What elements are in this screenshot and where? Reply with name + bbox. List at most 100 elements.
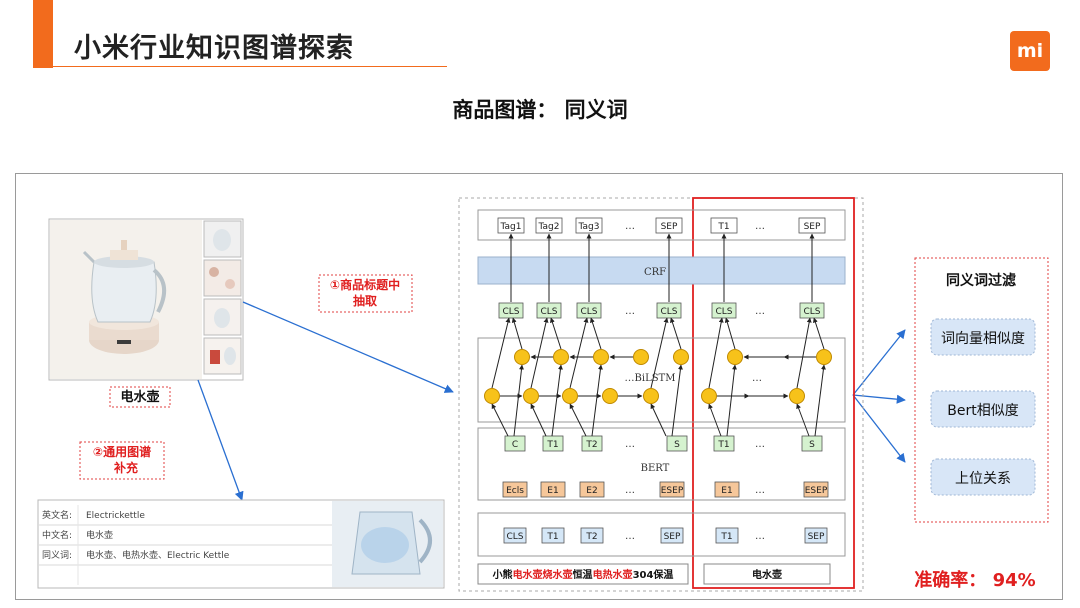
lstm-connection	[511, 317, 523, 350]
bilstm-label: …BiLSTM	[625, 373, 676, 384]
input-cell-label: T2	[585, 532, 597, 542]
cls-cell-label: CLS	[580, 307, 597, 317]
tag-cell-box	[497, 217, 525, 234]
tag-cell-right-label: SEP	[804, 222, 821, 232]
lstm-connection	[530, 403, 547, 437]
embedding-cell-label: E1	[547, 486, 558, 496]
caption-box	[109, 386, 171, 408]
lstm-node-forward	[701, 388, 717, 404]
embedding-cell-right-label: ESEP	[805, 486, 828, 496]
input-cell-label: T1	[546, 532, 558, 542]
tag-cell-right-label: T1	[717, 222, 729, 232]
cls-cell-box	[656, 302, 682, 319]
sentence-segment: 304保温	[633, 568, 674, 581]
info-value-en: Electrickettle	[86, 511, 145, 521]
lstm-connection	[491, 403, 509, 437]
bert-out-cell-label: S	[674, 440, 680, 450]
filter-item-word-vector-label: 词向量相似度	[941, 331, 1025, 347]
sentence-segment: 恒温	[573, 568, 593, 581]
embedding-cell-label: Ecls	[506, 486, 524, 496]
lstm-node-forward	[789, 388, 805, 404]
crf-layer	[477, 256, 846, 285]
cls-cell-label: CLS	[540, 307, 557, 317]
bert-out-cell-box	[542, 435, 564, 452]
lstm-connection	[551, 364, 563, 437]
tag-cell-label: SEP	[661, 222, 678, 232]
lstm-node-forward	[602, 388, 618, 404]
lstm-connection	[591, 364, 603, 437]
step1-box	[318, 274, 413, 313]
right-sentence: 电水壶	[752, 568, 782, 581]
xiaomi-logo-icon: mi	[1010, 31, 1050, 71]
cls-cell-right-ellipsis: …	[755, 306, 765, 317]
input-cell-right-ellipsis: …	[755, 531, 765, 542]
bert-out-cell-right-label: T1	[717, 440, 729, 450]
filter-title: 同义词过滤	[946, 272, 1016, 289]
tag-cell-box	[575, 217, 603, 234]
embedding-cell-right-label: E1	[721, 486, 732, 496]
tag-row-frame	[477, 209, 846, 241]
lstm-connection	[708, 317, 724, 389]
arrow-to-filter-2	[852, 394, 906, 404]
sentence-segment: 电热水壶	[593, 568, 633, 581]
lstm-connection	[708, 403, 722, 437]
arrow-to-filter-3	[852, 394, 906, 463]
lstm-connection	[796, 403, 810, 437]
info-value-syn: 电水壶、电热水壶、Electric Kettle	[86, 549, 230, 561]
sentence-segment: 小熊	[492, 568, 513, 581]
lstm-connection	[670, 317, 682, 350]
lstm-connection	[724, 317, 736, 350]
bert-out-cell-label: T2	[585, 440, 597, 450]
input-cell-label: CLS	[506, 532, 523, 542]
input-cell-label: SEP	[664, 532, 681, 542]
accuracy-text: 准确率： 94%	[914, 569, 1035, 591]
embedding-cell-ellipsis: …	[625, 485, 635, 496]
lstm-node-backward	[727, 349, 743, 365]
lstm-node-backward	[514, 349, 530, 365]
lstm-connection	[650, 317, 669, 389]
sentence-segment: 电水壶烧水壶	[513, 568, 573, 581]
cls-cell-right-label: CLS	[715, 307, 732, 317]
embedding-cell-box	[502, 481, 528, 498]
slide-subtitle: 商品图谱： 同义词	[452, 98, 628, 122]
bert-out-cell-right-box	[713, 435, 735, 452]
lstm-connection	[590, 317, 602, 350]
step2-label-2: 补充	[113, 460, 138, 475]
cls-cell-label: CLS	[502, 307, 519, 317]
arrow-to-model	[242, 301, 454, 393]
lstm-connection	[513, 364, 524, 437]
tag-cell-box	[535, 217, 563, 234]
bilstm-network	[484, 233, 832, 437]
input-cell-ellipsis: …	[625, 531, 635, 542]
input-cell-box	[541, 527, 565, 544]
cls-cell-box	[498, 302, 524, 319]
lstm-connection	[491, 317, 511, 389]
cls-cell-right-box	[799, 302, 825, 319]
product-image	[48, 218, 244, 381]
cls-cell-ellipsis: …	[625, 306, 635, 317]
tag-cell-label: Tag2	[538, 222, 560, 232]
kg-info-card: 英文名: Electrickettle 中文名: 电水壶 同义词: 电水壶、电热…	[37, 499, 445, 589]
input-cell-right-box	[715, 527, 739, 544]
input-cell-right-label: SEP	[808, 532, 825, 542]
bert-out-cell-ellipsis: …	[625, 439, 635, 450]
filter-item-word-vector	[930, 318, 1036, 356]
tag-cell-label: Tag1	[500, 222, 522, 232]
bilstm-dots: …	[752, 373, 762, 384]
input-cell-box	[660, 527, 684, 544]
cls-cell-right-label: CLS	[803, 307, 820, 317]
input-cell-right-label: T1	[720, 532, 732, 542]
bilstm-frame	[477, 337, 846, 423]
bert-out-cell-box	[504, 435, 526, 452]
filter-item-hypernym	[930, 458, 1036, 496]
arrow-to-kg-card	[197, 379, 244, 501]
bert-out-cell-right-label: S	[809, 440, 815, 450]
lstm-connection	[569, 317, 589, 389]
lstm-connection	[530, 317, 549, 389]
title-underline	[53, 66, 447, 67]
lstm-connection	[671, 364, 683, 437]
cls-cell-box	[536, 302, 562, 319]
filter-item-hypernym-label: 上位关系	[955, 471, 1011, 487]
